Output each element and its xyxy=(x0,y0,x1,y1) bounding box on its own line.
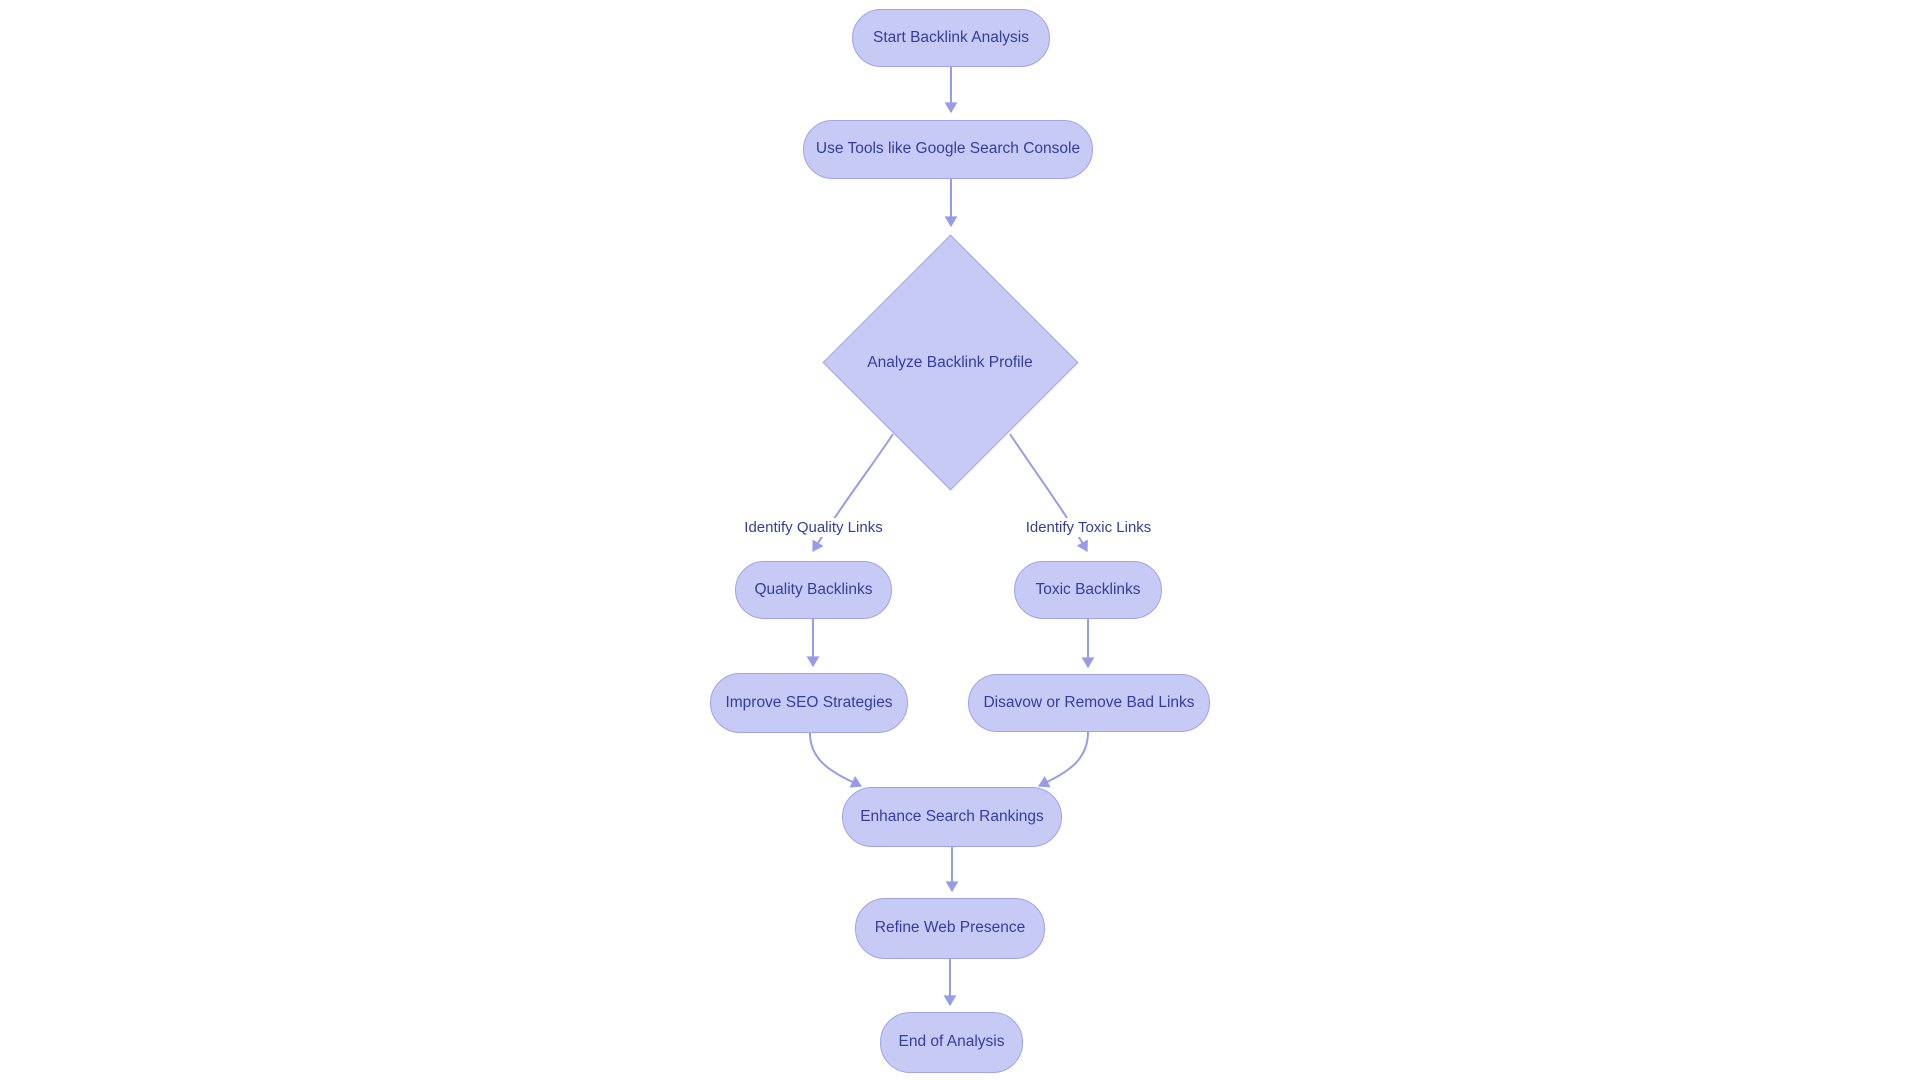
node-refine-web-presence: Refine Web Presence xyxy=(855,898,1045,959)
edge-improve-enhance xyxy=(809,732,862,788)
node-enhance-search-rankings: Enhance Search Rankings xyxy=(842,787,1062,847)
edge-label-identify-toxic-links: Identify Toxic Links xyxy=(1023,518,1154,537)
node-use-tools-google-search-console: Use Tools like Google Search Console xyxy=(803,120,1093,179)
edge-analyze-toxic xyxy=(1009,433,1088,552)
edge-disavow-enhance xyxy=(1038,731,1089,788)
node-quality-backlinks: Quality Backlinks xyxy=(735,561,892,619)
node-end-of-analysis: End of Analysis xyxy=(880,1012,1023,1073)
node-analyze-backlink-profile-label: Analyze Backlink Profile xyxy=(867,354,1033,371)
node-disavow-or-remove-bad-links: Disavow or Remove Bad Links xyxy=(968,674,1210,732)
node-start-backlink-analysis: Start Backlink Analysis xyxy=(852,9,1050,67)
node-improve-seo-strategies: Improve SEO Strategies xyxy=(710,673,908,733)
edge-analyze-quality xyxy=(812,433,894,552)
node-toxic-backlinks: Toxic Backlinks xyxy=(1014,561,1162,619)
edge-label-identify-quality-links: Identify Quality Links xyxy=(741,518,886,537)
